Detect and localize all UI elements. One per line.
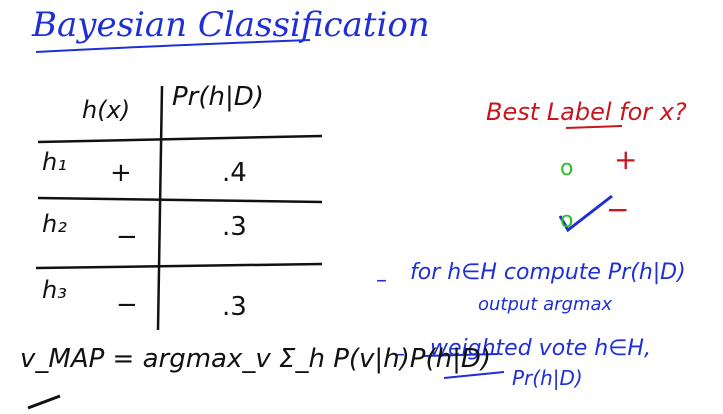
- formula-underline: [27, 394, 61, 410]
- table-header-hx: h(x): [82, 96, 131, 124]
- row-probability: .3: [222, 212, 247, 242]
- row-probability: .4: [222, 158, 247, 188]
- option-marker: o: [560, 208, 574, 233]
- bullet-dash: –: [394, 342, 405, 367]
- best-label-question: Best Label for x?: [486, 98, 687, 126]
- vote-arrow: [443, 371, 505, 379]
- table-row-line-3: [35, 262, 323, 270]
- row-hypothesis: h₃: [42, 276, 67, 304]
- vmap-formula: v_MAP = argmax_v Σ_h P(v|h)P(h|D): [20, 344, 492, 374]
- bullet-line: for h∈H compute Pr(h|D): [410, 260, 686, 285]
- row-label: −: [116, 222, 138, 252]
- bullet-dash: –: [376, 268, 387, 293]
- option-marker: o: [560, 156, 574, 181]
- bullet-line: weighted vote h∈H,: [430, 336, 651, 361]
- row-probability: .3: [222, 292, 247, 322]
- check-mark-icon: [558, 194, 613, 233]
- table-vertical-line: [156, 85, 164, 331]
- page-title: Bayesian Classification: [32, 5, 430, 45]
- option-label: +: [614, 143, 638, 176]
- argmax-underline: [423, 353, 499, 357]
- bullet-line: output argmax: [478, 294, 613, 315]
- row-hypothesis: h₂: [42, 210, 67, 238]
- table-row-line-2: [37, 196, 323, 204]
- row-label: −: [116, 290, 138, 320]
- option-label: −: [606, 193, 630, 226]
- table-header-prob: Pr(h|D): [172, 82, 264, 112]
- title-underline: [35, 39, 311, 53]
- question-underline: [565, 125, 623, 129]
- row-hypothesis: h₁: [42, 148, 67, 176]
- table-row-line-1: [37, 134, 323, 144]
- bullet-line: Pr(h|D): [512, 366, 583, 390]
- row-label: +: [110, 158, 132, 188]
